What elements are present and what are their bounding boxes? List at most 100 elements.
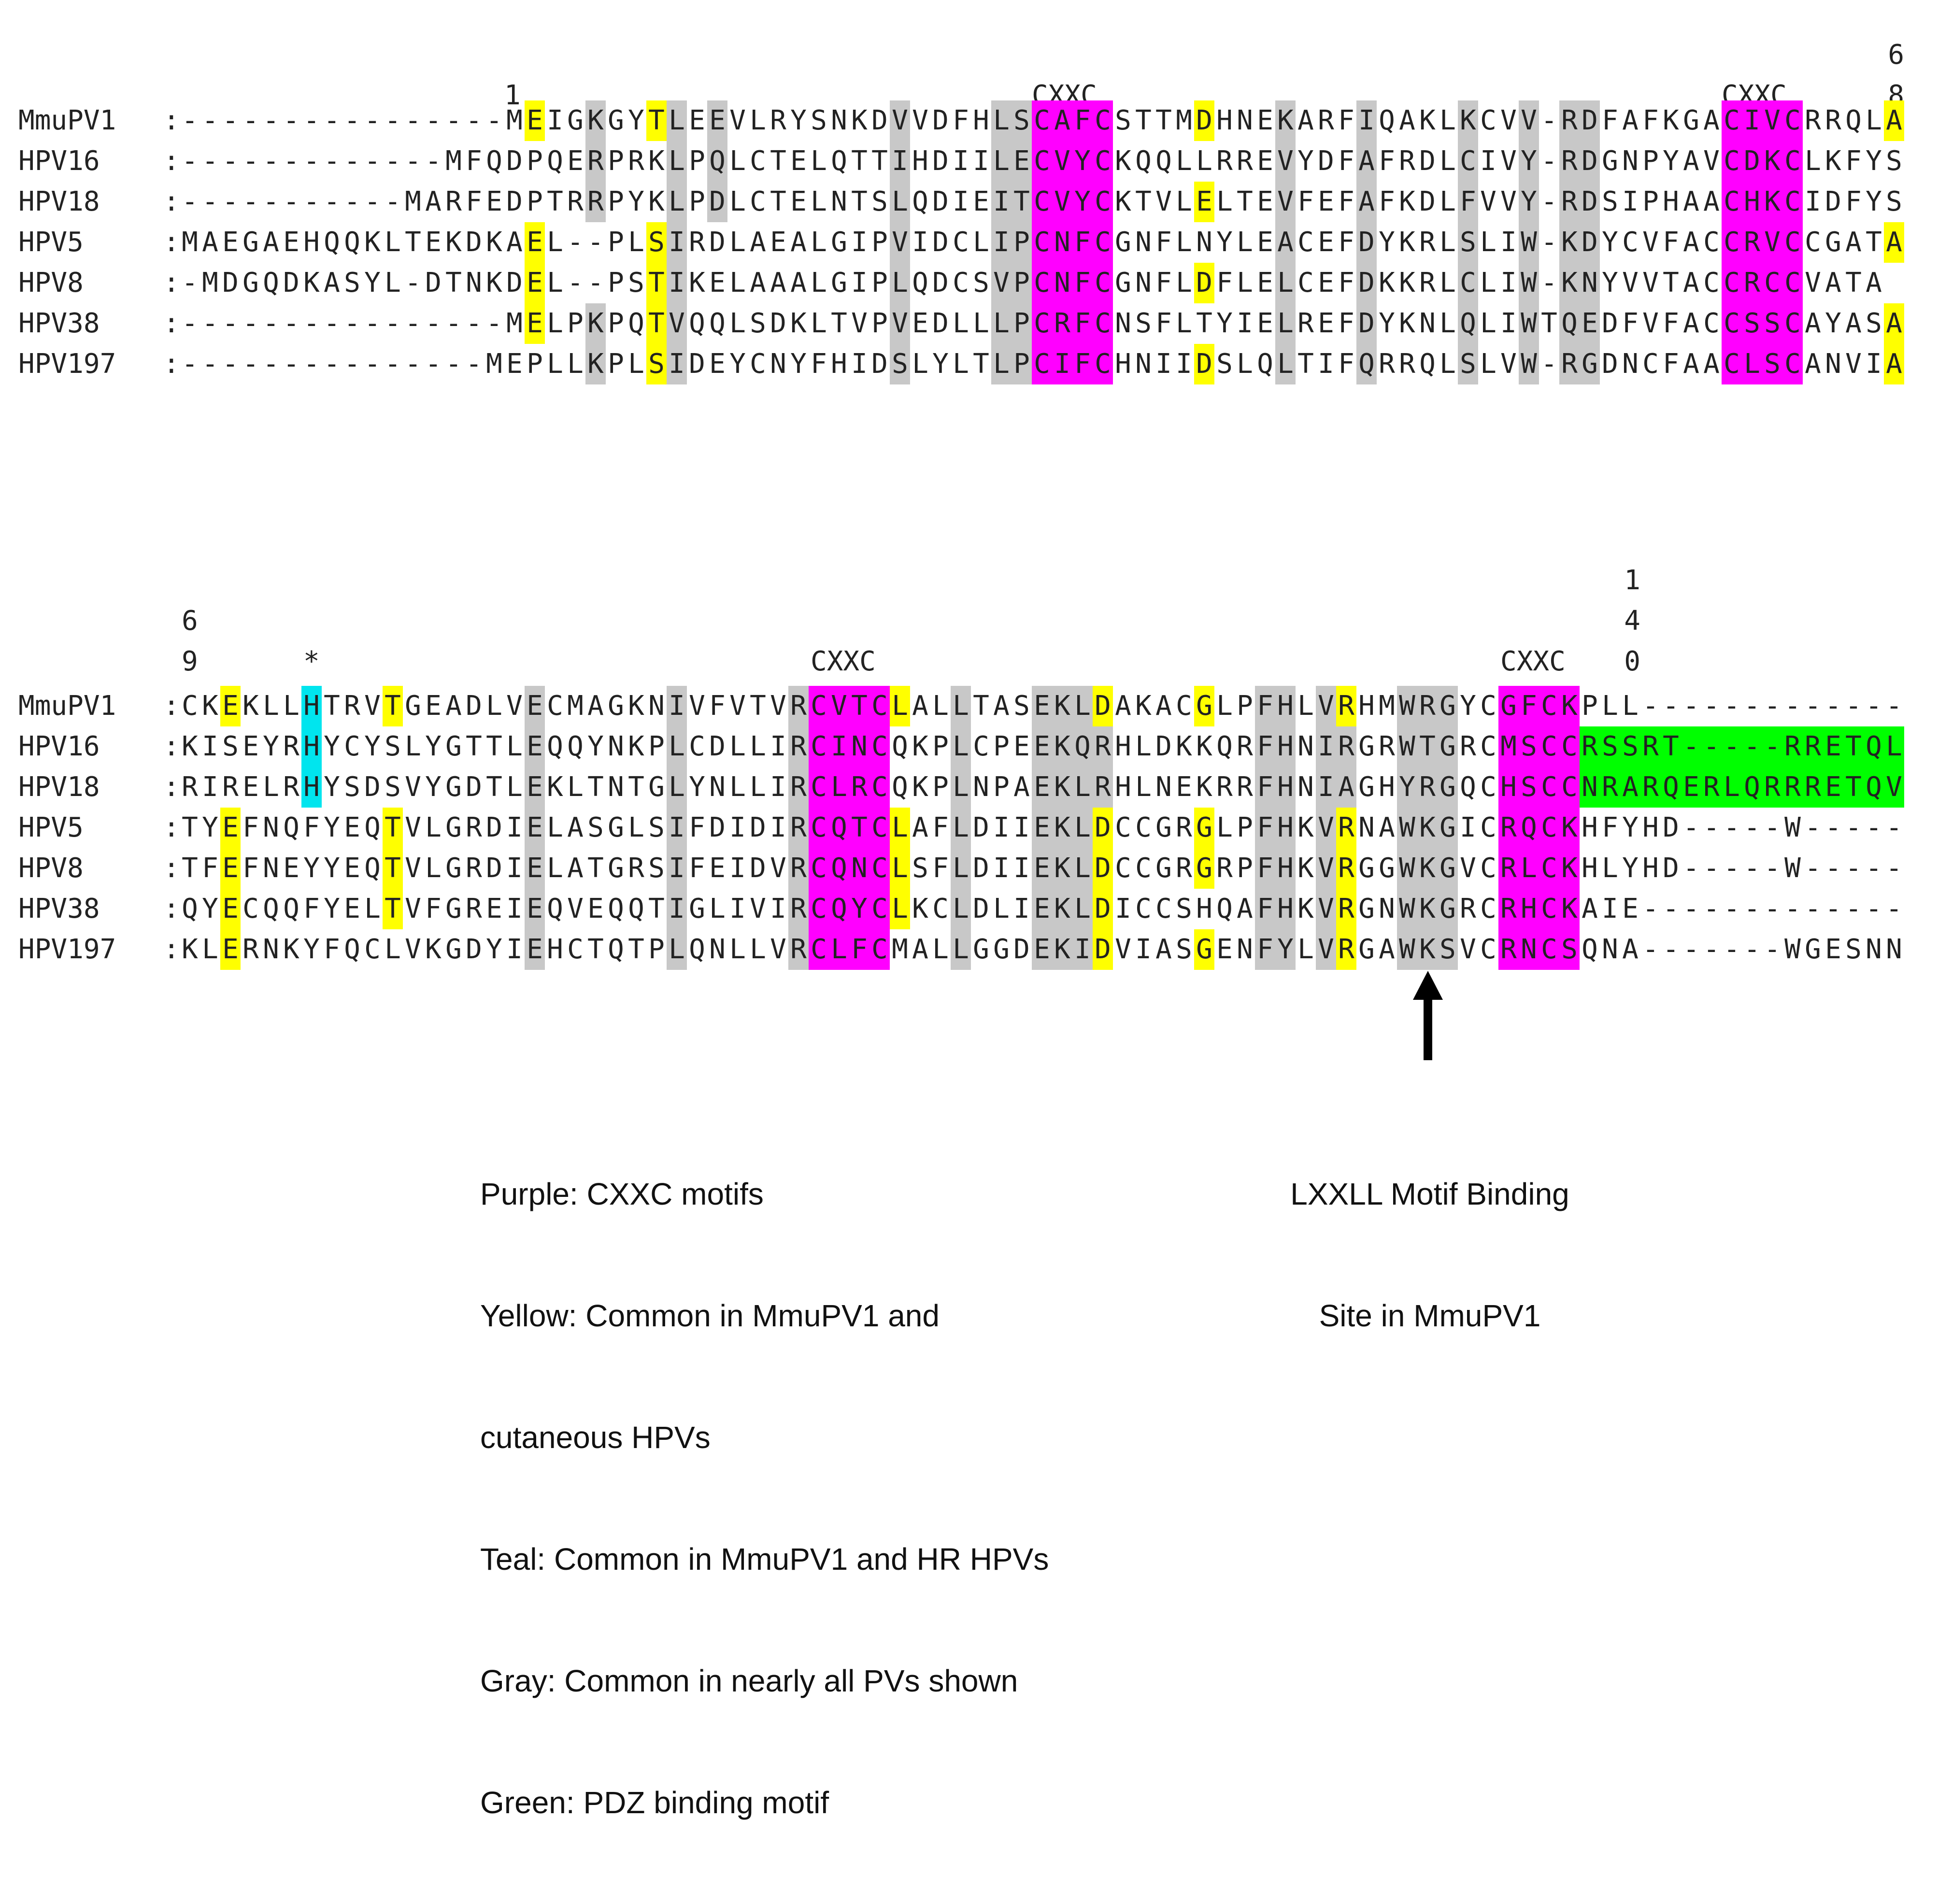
sequence-separator: : bbox=[163, 893, 180, 924]
residue: Y bbox=[1216, 227, 1233, 258]
residue: L bbox=[1072, 686, 1093, 726]
residue: H bbox=[1115, 771, 1131, 803]
residue: - bbox=[1541, 348, 1557, 380]
residue: I bbox=[991, 182, 1012, 222]
residue: F bbox=[811, 348, 827, 380]
residue: F bbox=[1255, 929, 1275, 970]
residue: C bbox=[1032, 100, 1052, 141]
residue: K bbox=[242, 690, 259, 722]
sequence-name: HPV197 bbox=[18, 348, 116, 380]
sequence-name: HPV5 bbox=[18, 227, 84, 258]
residue: R bbox=[1498, 929, 1519, 970]
legend-line-purple: Purple: CXXC motifs bbox=[480, 1177, 764, 1211]
residue: I bbox=[1176, 348, 1192, 380]
residue: E bbox=[525, 303, 545, 344]
residue: T bbox=[648, 893, 665, 924]
residue: - bbox=[1683, 893, 1699, 924]
residue: D bbox=[1602, 348, 1618, 380]
residue: A bbox=[1379, 934, 1395, 965]
residue: I bbox=[1316, 726, 1336, 767]
residue: D bbox=[222, 267, 239, 298]
residue: S bbox=[648, 853, 665, 884]
residue: A bbox=[1297, 105, 1314, 136]
residue: T bbox=[486, 731, 502, 762]
residue: I bbox=[851, 227, 868, 258]
residue: G bbox=[648, 771, 665, 803]
residue: V bbox=[890, 303, 910, 344]
residue: - bbox=[202, 308, 218, 339]
sequence-separator: : bbox=[163, 105, 180, 136]
residue: R bbox=[628, 145, 644, 177]
residue: E bbox=[525, 848, 545, 889]
residue: R bbox=[628, 853, 644, 884]
residue: I bbox=[506, 934, 523, 965]
residue: D bbox=[1194, 263, 1214, 303]
residue: N bbox=[1358, 812, 1375, 843]
residue: - bbox=[283, 145, 299, 177]
residue: D bbox=[486, 812, 502, 843]
residue: - bbox=[1724, 893, 1740, 924]
residue: S bbox=[1115, 105, 1131, 136]
residue: E bbox=[222, 227, 239, 258]
residue: D bbox=[466, 771, 482, 803]
residue: - bbox=[1845, 853, 1862, 884]
residue: Y bbox=[324, 893, 340, 924]
residue: Q bbox=[1864, 726, 1884, 767]
residue: Y bbox=[1866, 186, 1882, 217]
residue: - bbox=[385, 308, 401, 339]
residue: C bbox=[809, 726, 829, 767]
residue: L bbox=[667, 767, 687, 808]
residue: L bbox=[890, 263, 910, 303]
residue: D bbox=[707, 182, 727, 222]
residue: - bbox=[1744, 812, 1760, 843]
residue: E bbox=[689, 105, 705, 136]
residue: F bbox=[1072, 222, 1093, 263]
residue: H bbox=[912, 145, 928, 177]
residue: K bbox=[445, 227, 462, 258]
residue: D bbox=[932, 105, 949, 136]
residue: D bbox=[709, 731, 726, 762]
residue: L bbox=[425, 853, 442, 884]
residue: P bbox=[932, 731, 949, 762]
residue: - bbox=[283, 186, 299, 217]
residue: K bbox=[1559, 263, 1580, 303]
residue: V bbox=[1316, 808, 1336, 848]
residue: E bbox=[525, 686, 545, 726]
residue: K bbox=[425, 934, 442, 965]
residue: - bbox=[445, 105, 462, 136]
residue: W bbox=[1397, 929, 1417, 970]
residue: T bbox=[466, 731, 482, 762]
residue: Q bbox=[608, 893, 624, 924]
residue: L bbox=[506, 731, 523, 762]
residue: C bbox=[364, 934, 381, 965]
residue: R bbox=[1825, 105, 1841, 136]
residue: L bbox=[667, 141, 687, 182]
residue: S bbox=[1866, 308, 1882, 339]
residue: Y bbox=[1379, 227, 1395, 258]
residue: F bbox=[1338, 267, 1354, 298]
residue: L bbox=[1722, 767, 1742, 808]
residue: E bbox=[912, 308, 928, 339]
residue: L bbox=[1072, 848, 1093, 889]
residue: A bbox=[1703, 186, 1720, 217]
residue: S bbox=[1458, 222, 1478, 263]
residue: C bbox=[869, 767, 890, 808]
residue: K bbox=[1399, 308, 1415, 339]
residue: D bbox=[1093, 929, 1113, 970]
residue: L bbox=[829, 929, 849, 970]
residue: L bbox=[263, 771, 279, 803]
residue: - bbox=[283, 348, 299, 380]
ruler-asterisk: * bbox=[303, 646, 320, 677]
residue: I bbox=[1072, 929, 1093, 970]
residue: N bbox=[1052, 263, 1072, 303]
residue: L bbox=[628, 812, 644, 843]
residue: - bbox=[182, 348, 198, 380]
residue: L bbox=[547, 267, 563, 298]
residue: F bbox=[1216, 267, 1233, 298]
residue: - bbox=[466, 348, 482, 380]
residue: - bbox=[1663, 934, 1679, 965]
residue: H bbox=[1196, 893, 1212, 924]
residue: N bbox=[1297, 771, 1314, 803]
residue: L bbox=[1135, 731, 1152, 762]
sequence-separator: : bbox=[163, 731, 180, 762]
